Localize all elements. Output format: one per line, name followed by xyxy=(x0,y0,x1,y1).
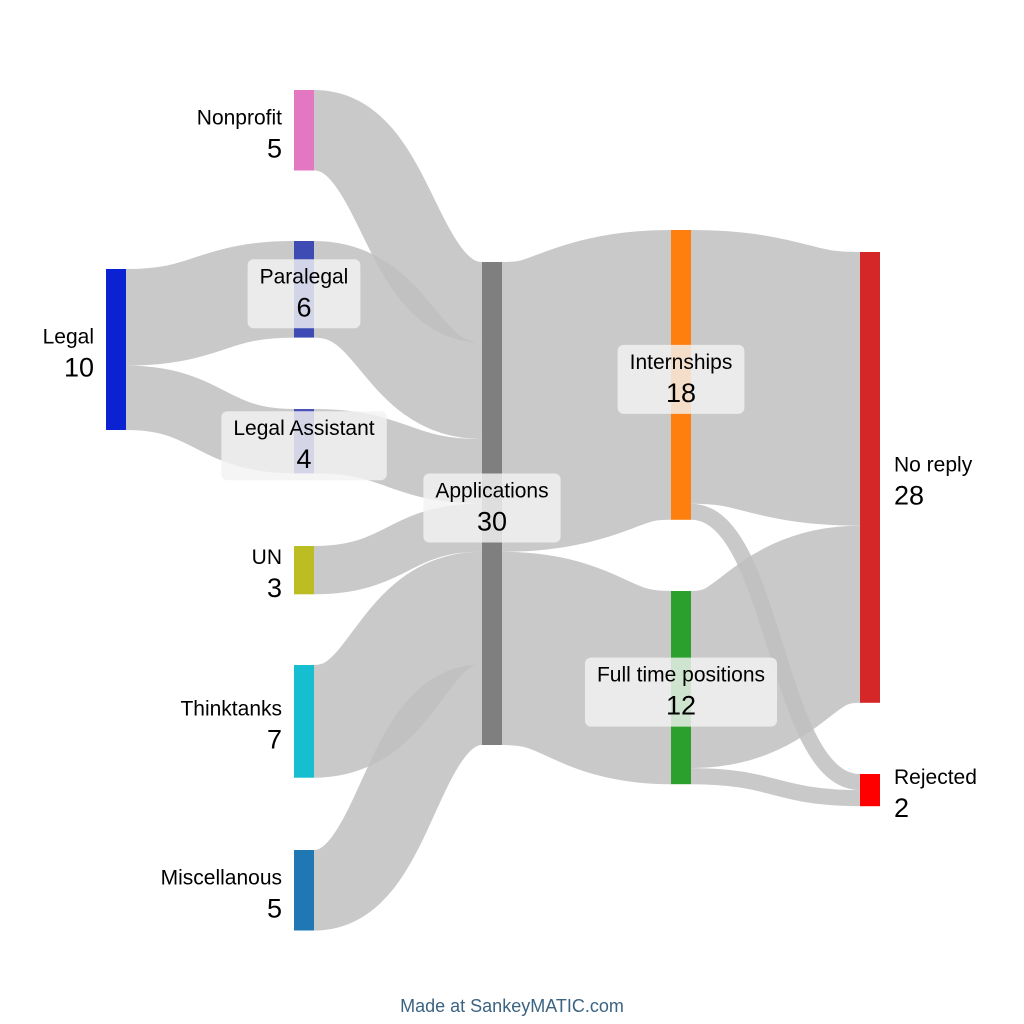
label-rejected: Rejected 2 xyxy=(894,766,977,823)
node-value: 6 xyxy=(296,292,311,322)
node-legal xyxy=(106,269,126,430)
label-nonprofit: Nonprofit 5 xyxy=(197,106,282,163)
node-name: Legal Assistant xyxy=(233,417,374,440)
node-noreply xyxy=(860,252,880,703)
credit-link[interactable]: Made at SankeyMATIC.com xyxy=(400,996,624,1016)
label-thinktanks: Thinktanks 7 xyxy=(180,697,282,754)
label-internships: Internships 18 xyxy=(617,344,745,414)
node-value: 2 xyxy=(894,793,909,823)
node-name: Rejected xyxy=(894,766,977,789)
node-name: UN xyxy=(252,546,282,569)
label-background xyxy=(617,344,745,414)
label-paralegal: Paralegal 6 xyxy=(247,259,361,329)
node-name: Full time positions xyxy=(597,664,765,687)
label-misc: Miscellanous 5 xyxy=(161,866,282,923)
label-un: UN 3 xyxy=(252,546,282,603)
flow-thinktanks-to-applications xyxy=(309,551,487,778)
node-name: Internships xyxy=(630,351,733,374)
node-name: Legal xyxy=(43,326,94,349)
node-value: 5 xyxy=(267,893,282,923)
node-name: No reply xyxy=(894,453,973,476)
flow-nonprofit-to-applications xyxy=(309,90,487,343)
label-legal-assistant: Legal Assistant 4 xyxy=(221,411,387,481)
node-rejected xyxy=(860,774,880,807)
label-noreply: No reply 28 xyxy=(894,453,973,510)
node-name: Paralegal xyxy=(260,265,349,288)
node-name: Miscellanous xyxy=(161,866,282,889)
label-background xyxy=(247,259,361,329)
node-value: 10 xyxy=(64,353,94,383)
node-value: 4 xyxy=(296,444,311,474)
node-value: 5 xyxy=(267,133,282,163)
label-background xyxy=(423,473,561,543)
node-value: 12 xyxy=(666,691,696,721)
node-value: 7 xyxy=(267,724,282,754)
node-thinktanks xyxy=(294,665,314,778)
node-value: 28 xyxy=(894,480,924,510)
flow-misc-to-applications xyxy=(309,664,487,931)
label-background xyxy=(584,657,778,727)
node-name: Applications xyxy=(435,480,548,503)
node-misc xyxy=(294,850,314,931)
node-value: 30 xyxy=(477,507,507,537)
node-name: Thinktanks xyxy=(180,697,282,720)
node-name: Nonprofit xyxy=(197,106,282,129)
node-un xyxy=(294,546,314,595)
label-applications: Applications 30 xyxy=(423,473,561,543)
label-legal: Legal 10 xyxy=(43,326,94,383)
node-value: 18 xyxy=(666,378,696,408)
node-nonprofit xyxy=(294,90,314,171)
flow-fulltime-to-rejected xyxy=(690,768,861,807)
label-background xyxy=(221,411,387,481)
node-value: 3 xyxy=(267,573,282,603)
label-fulltime: Full time positions 12 xyxy=(584,657,778,727)
